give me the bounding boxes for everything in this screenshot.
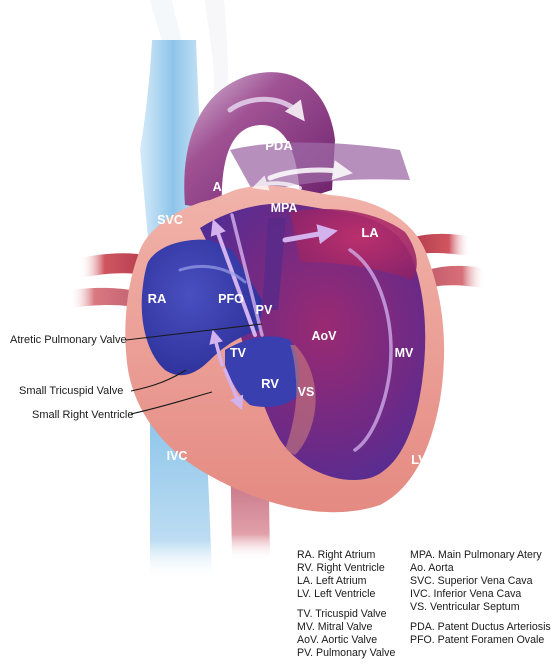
legend-item: PFO. Patent Foramen Ovale [410, 634, 551, 647]
legend-item: SVC. Superior Vena Cava [410, 575, 551, 588]
legend-item: IVC. Inferior Vena Cava [410, 588, 551, 601]
label-pfo: PFO [218, 292, 244, 306]
legend-item: RV. Right Ventricle [297, 562, 395, 575]
label-lv: LV [411, 452, 427, 467]
label-mpa: MPA [271, 201, 298, 215]
legend-item: RA. Right Atrium [297, 549, 395, 562]
callout-atretic-pulmonary-valve: Atretic Pulmonary Valve [10, 334, 127, 346]
label-aov: AoV [312, 329, 338, 343]
label-tv: TV [230, 346, 247, 360]
legend-item: Ao. Aorta [410, 562, 551, 575]
label-pda: PDA [265, 138, 293, 153]
label-pv: PV [256, 303, 273, 317]
label-svc: SVC [157, 213, 183, 227]
label-ivc: IVC [167, 449, 188, 463]
label-ao: Ao [213, 180, 230, 194]
callout-small-tricuspid-valve: Small Tricuspid Valve [19, 385, 123, 397]
label-rv: RV [261, 376, 279, 391]
legend-item: VS. Ventricular Septum [410, 601, 551, 614]
label-vs: VS [298, 385, 315, 399]
legend-item: TV. Tricuspid Valve [297, 608, 395, 621]
legend-item: PDA. Patent Ductus Arteriosis [410, 621, 551, 634]
label-la: LA [361, 225, 379, 240]
legend-item: MPA. Main Pulmonary Atery [410, 549, 551, 562]
legend-item: PV. Pulmonary Valve [297, 647, 395, 660]
callout-small-right-ventricle: Small Right Ventricle [32, 409, 134, 421]
legend-item: LA. Left Atrium [297, 575, 395, 588]
legend-left: RA. Right Atrium RV. Right Ventricle LA.… [297, 549, 395, 660]
legend-item: LV. Left Ventricle [297, 588, 395, 601]
legend-item: AoV. Aortic Valve [297, 634, 395, 647]
legend-item: MV. Mitral Valve [297, 621, 395, 634]
label-ra: RA [148, 291, 167, 306]
legend-right: MPA. Main Pulmonary Atery Ao. Aorta SVC.… [410, 549, 551, 647]
label-mv: MV [395, 346, 414, 360]
